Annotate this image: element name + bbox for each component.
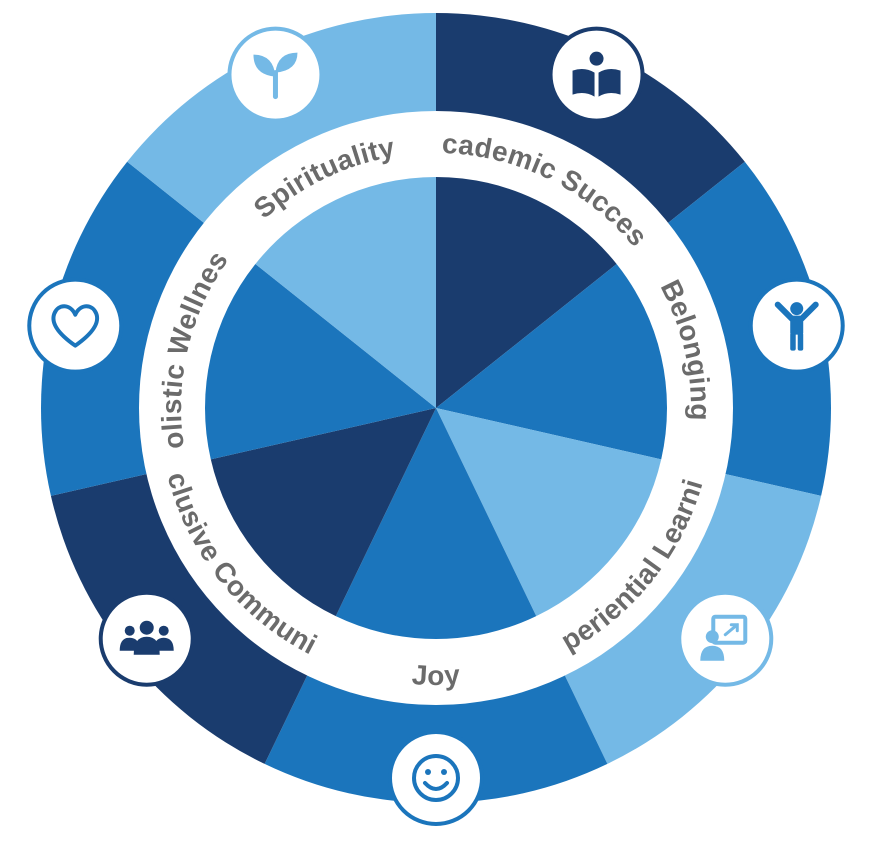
segment-label: Joy — [411, 659, 461, 691]
group-people-badge — [98, 590, 195, 687]
inner-segment-joy — [335, 408, 537, 639]
inner-segment-belonging — [436, 263, 668, 460]
sprout-badge — [227, 26, 324, 123]
inner-segment-inclusive-community — [210, 408, 436, 617]
inner-segment-experiential-learning — [436, 408, 662, 617]
inner-segment-holistic-wellness — [205, 263, 436, 460]
person-arms-raised-badge — [748, 277, 845, 374]
presenter-board-badge — [677, 590, 774, 687]
open-book-badge — [548, 26, 645, 123]
icon-badges — [27, 26, 845, 826]
smiley-face-badge — [388, 730, 484, 826]
inner-segment-spirituality — [255, 177, 436, 408]
inner-pie — [205, 177, 668, 639]
inner-segment-academic-success — [436, 177, 617, 408]
heart-badge — [27, 277, 124, 374]
